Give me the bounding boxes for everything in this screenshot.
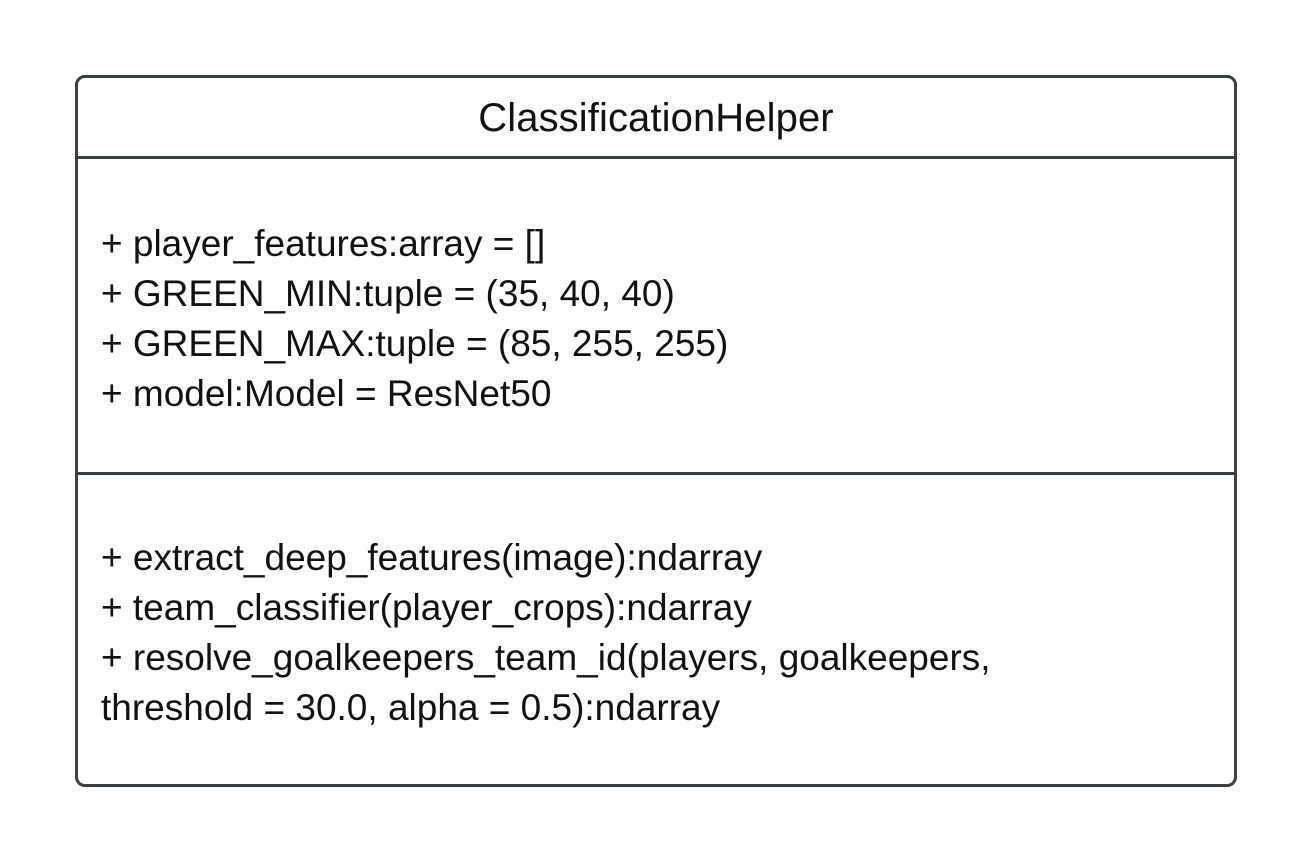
- attribute-player-features: + player_features:array = []: [101, 223, 546, 264]
- method-extract-deep-features: + extract_deep_features(image):ndarray: [101, 537, 763, 578]
- attribute-model: + model:Model = ResNet50: [101, 373, 552, 414]
- attribute-green-max: + GREEN_MAX:tuple = (85, 255, 255): [101, 323, 729, 364]
- method-resolve-goalkeepers-team-id-continued: threshold = 30.0, alpha = 0.5):ndarray: [101, 687, 721, 728]
- attribute-green-min: + GREEN_MIN:tuple = (35, 40, 40): [101, 273, 675, 314]
- attributes-compartment: + player_features:array = [] + GREEN_MIN…: [101, 219, 1214, 419]
- methods-compartment: + extract_deep_features(image):ndarray +…: [101, 533, 1214, 733]
- class-name: ClassificationHelper: [478, 96, 834, 140]
- method-resolve-goalkeepers-team-id: + resolve_goalkeepers_team_id(players, g…: [101, 637, 991, 678]
- name-attributes-divider: [78, 156, 1234, 159]
- attributes-methods-divider: [78, 472, 1234, 475]
- method-team-classifier: + team_classifier(player_crops):ndarray: [101, 587, 752, 628]
- uml-class-box: ClassificationHelper + player_features:a…: [75, 75, 1237, 787]
